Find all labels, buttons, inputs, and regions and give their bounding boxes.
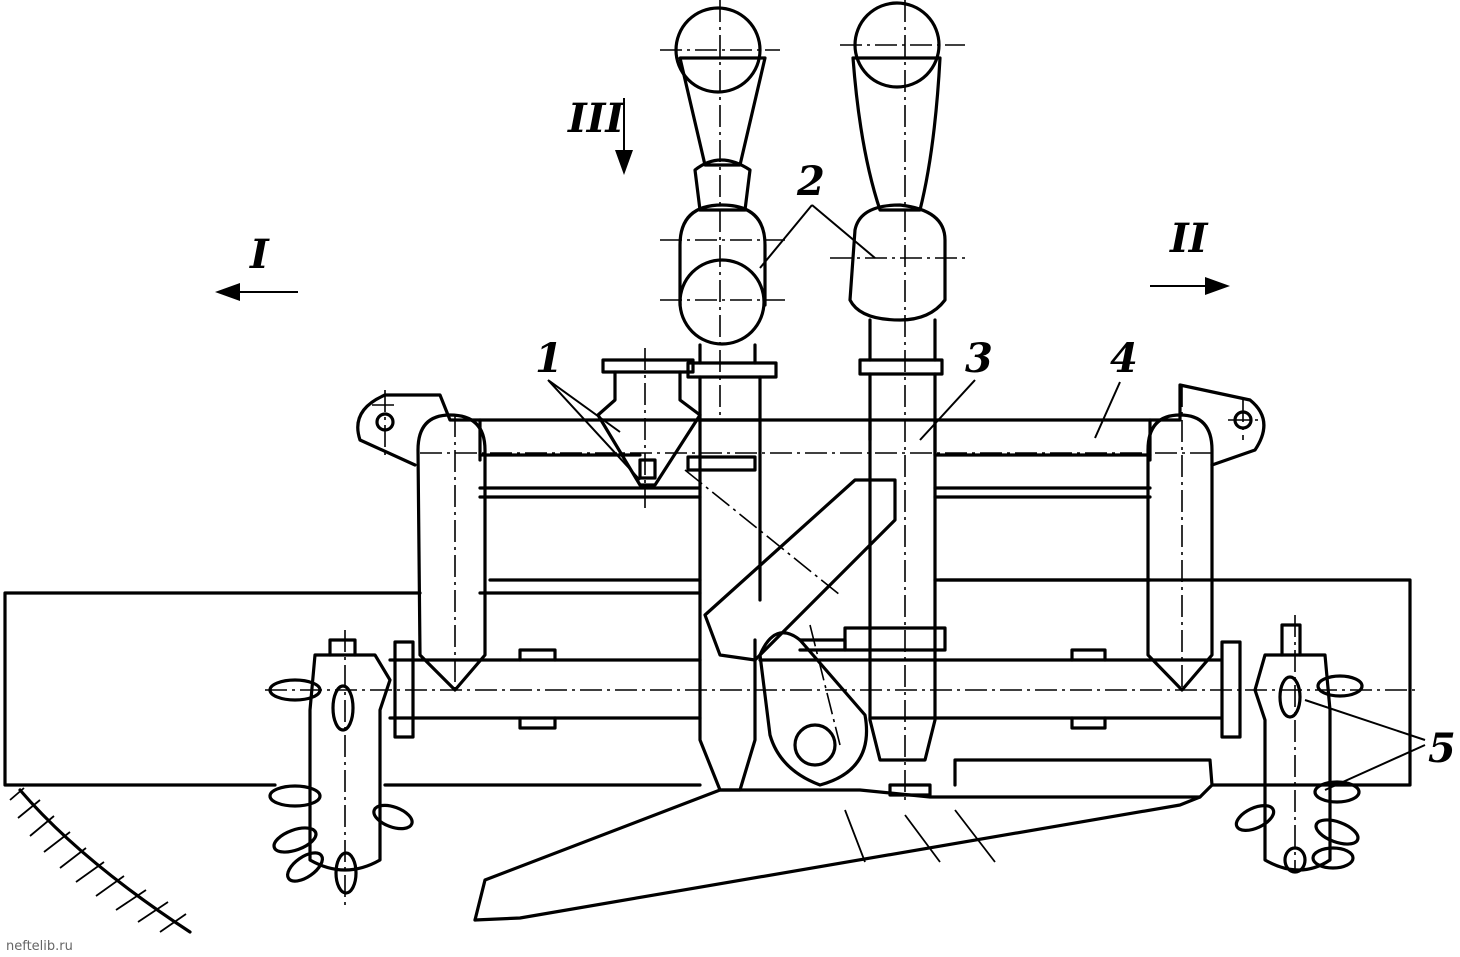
label-part-4: 4 bbox=[1110, 335, 1138, 382]
direction-arrow-left bbox=[215, 283, 298, 301]
center-lines bbox=[265, 0, 1420, 910]
left-leg bbox=[416, 413, 487, 692]
watermark: neftelib.ru bbox=[6, 939, 73, 954]
pivot-link bbox=[758, 626, 947, 787]
right-feed-pipe bbox=[848, 1, 947, 797]
label-part-1: 1 bbox=[535, 335, 563, 382]
label-part-3: 3 bbox=[965, 335, 993, 382]
leader-lines bbox=[547, 204, 1426, 791]
left-cutter-head bbox=[268, 638, 414, 895]
hopper bbox=[596, 358, 757, 487]
right-cutter-head bbox=[1234, 623, 1364, 874]
label-part-5: 5 bbox=[1428, 725, 1456, 772]
upper-frame bbox=[356, 383, 1266, 499]
label-direction-II: II bbox=[1169, 215, 1209, 262]
label-direction-III: III bbox=[567, 95, 625, 142]
main-beam bbox=[3, 578, 1412, 787]
label-direction-I: I bbox=[249, 231, 270, 278]
label-part-2: 2 bbox=[796, 158, 825, 205]
diagonal-pipe bbox=[703, 478, 897, 662]
direction-arrow-right bbox=[1150, 277, 1230, 295]
lower-bar bbox=[388, 640, 1242, 739]
ground-hatch bbox=[9, 787, 192, 934]
direction-arrow-down bbox=[615, 98, 633, 175]
bottom-blade bbox=[473, 758, 1214, 922]
right-leg bbox=[1146, 413, 1214, 692]
